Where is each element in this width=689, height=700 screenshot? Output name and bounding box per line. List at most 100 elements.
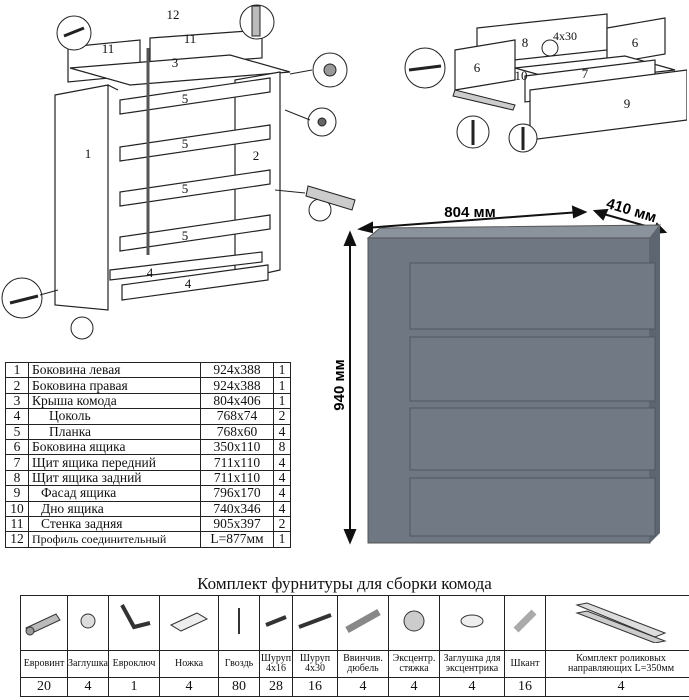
parts-cell-size: 905x397 [200,515,274,533]
drawer-exploded-diagram: 6 6 7 8 9 10 4x30 [404,13,687,153]
parts-cell-size: 804x406 [200,392,274,410]
svg-text:2: 2 [253,148,260,163]
parts-cell-n: 10 [5,500,29,517]
parts-cell-qty: 2 [273,408,291,425]
parts-cell-n: 8 [5,469,29,487]
parts-cell-size: 924x388 [200,377,274,394]
rail-2 [119,124,271,162]
parts-cell-qty: 4 [273,485,291,502]
parts-cell-name: Стенка задняя [28,515,201,533]
top-panel [69,54,291,86]
svg-text:11: 11 [184,31,197,46]
kit-label: Эксцентр. стяжка [388,650,440,678]
parts-cell-name: Боковина левая [28,361,201,379]
kit-qty: 4 [545,677,689,697]
rail-1 [119,77,271,115]
rail-4 [119,214,271,252]
svg-text:8: 8 [522,35,529,50]
kit-label: Заглушка [67,650,109,678]
drawer-runner-icon [545,595,689,651]
kit-qty: 1 [108,677,160,697]
parts-cell-n: 4 [5,408,29,425]
eccentric-cap-icon [439,595,505,651]
parts-cell-qty: 1 [273,361,291,379]
kit-label: Шуруп 4x30 [292,650,338,678]
drawer-front-3 [409,407,656,471]
plinth-front [121,264,269,301]
parts-cell-name: Крыша комода [28,392,201,410]
kit-label: Шкант [504,650,546,678]
plinth-back [109,251,263,281]
drawer-front-2 [409,336,656,402]
parts-cell-qty: 4 [273,469,291,487]
kit-label: Комплект роликовых направляющих L=350мм [545,650,689,678]
parts-cell-n: 5 [5,423,29,440]
drawer-front-1 [409,262,656,330]
svg-text:5: 5 [182,228,189,243]
parts-cell-name: Планка [28,423,201,440]
kit-label: Гвоздь [218,650,260,678]
parts-cell-size: 350x110 [200,438,274,456]
kit-qty: 28 [259,677,293,697]
kit-qty: 16 [504,677,546,697]
short-screw-icon [259,595,293,651]
svg-text:11: 11 [102,41,115,56]
drawer-front-4 [409,477,656,537]
kit-qty: 4 [337,677,389,697]
parts-cell-size: 768x74 [200,408,274,425]
width-dimension: 804 мм [444,204,495,221]
kit-label: Евровинт [20,650,68,678]
kit-label: Шуруп 4x16 [259,650,293,678]
svg-text:7: 7 [582,66,589,81]
parts-cell-size: L=877мм [200,531,274,548]
parts-cell-size: 768x60 [200,423,274,440]
parts-cell-n: 11 [5,515,29,533]
svg-text:12: 12 [167,7,180,22]
svg-text:3: 3 [172,55,179,70]
cap-icon [67,595,109,651]
parts-cell-n: 3 [5,392,29,410]
kit-label: Ножка [159,650,219,678]
parts-cell-qty: 4 [273,500,291,517]
kit-title: Комплект фурнитуры для сборки комода [197,574,492,593]
kit-label: Ввинчив. дюбель [337,650,389,678]
kit-qty: 4 [388,677,440,697]
parts-cell-size: 796x170 [200,485,274,502]
svg-text:6: 6 [474,60,481,75]
parts-cell-name: Боковина ящика [28,438,201,456]
parts-cell-qty: 1 [273,377,291,394]
parts-cell-name: Профиль соединительный [28,531,201,548]
parts-cell-name: Дно ящика [28,500,201,517]
svg-text:6: 6 [632,35,639,50]
svg-text:1: 1 [85,146,92,161]
carcass-exploded-diagram: 1 2 3 4 4 5 5 5 5 11 11 12 [1,4,356,340]
kit-label: Заглушка для эксцентрика [439,650,505,678]
kit-label: Евроключ [108,650,160,678]
parts-cell-n: 1 [5,361,29,379]
parts-cell-name: Щит ящика задний [28,469,201,487]
parts-cell-qty: 4 [273,423,291,440]
drawer-side-right [606,17,666,65]
parts-cell-n: 12 [5,531,29,548]
wood-dowel-icon [504,595,546,651]
svg-text:9: 9 [624,96,631,111]
hex-key-icon [108,595,160,651]
height-dimension: 940 мм [331,359,348,410]
eurovint-screw-icon [20,595,68,651]
long-screw-icon [292,595,338,651]
svg-text:4x30: 4x30 [553,29,577,43]
parts-cell-qty: 1 [273,392,291,410]
dresser-top [366,224,662,239]
